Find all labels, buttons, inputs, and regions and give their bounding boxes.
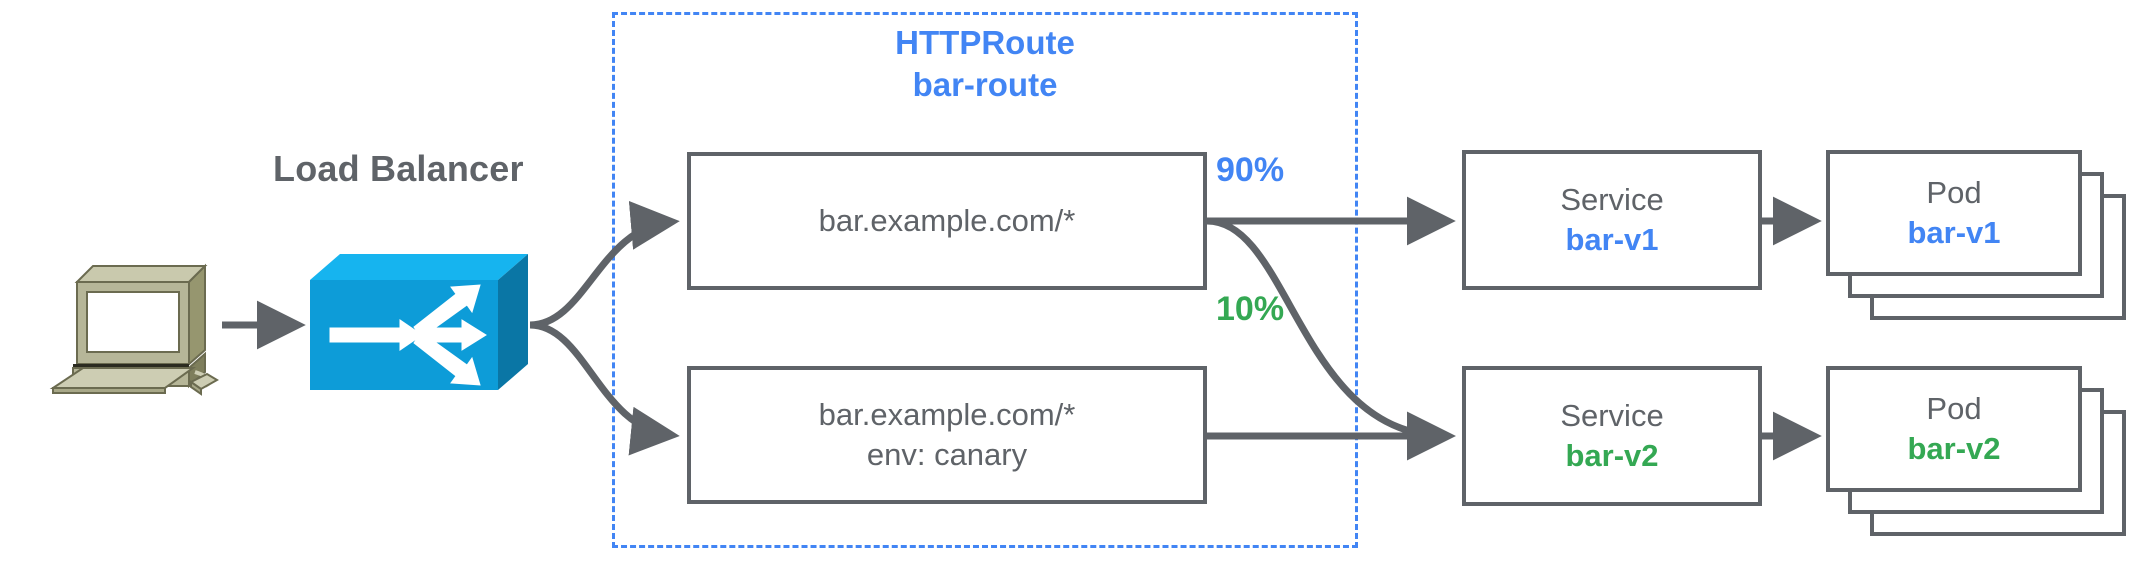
service-box-bar-v2: Service bar-v2 <box>1462 366 1762 506</box>
service-box-bar-v1: Service bar-v1 <box>1462 150 1762 290</box>
pod-card-front-v1: Pod bar-v1 <box>1826 150 2082 276</box>
pod-name-label-v1: bar-v1 <box>1907 215 2001 250</box>
pod-kind-label-v2: Pod <box>1926 391 1982 426</box>
weight-label-90: 90% <box>1216 151 1285 189</box>
service-kind-label-v1: Service <box>1560 182 1664 217</box>
network-switch-icon <box>304 252 534 397</box>
service-kind-label-v2: Service <box>1560 398 1664 433</box>
load-balancer-label: Load Balancer <box>273 148 524 189</box>
pod-stack-bar-v1: Pod bar-v1 <box>1826 150 2126 320</box>
weight-label-10: 10% <box>1216 290 1285 328</box>
httproute-kind-label: HTTPRoute <box>895 24 1075 61</box>
service-name-label-v2: bar-v2 <box>1565 438 1659 473</box>
arrow-lb-to-rule-canary <box>529 321 680 456</box>
pod-stack-bar-v2: Pod bar-v2 <box>1826 366 2126 536</box>
rule-primary-match: bar.example.com/* <box>818 203 1076 238</box>
rule-box-canary: bar.example.com/* env: canary <box>687 366 1207 504</box>
httproute-group-box <box>612 12 1358 548</box>
httproute-name-label: bar-route <box>912 66 1058 103</box>
rule-box-primary: bar.example.com/* <box>687 152 1207 290</box>
pod-kind-label-v1: Pod <box>1926 175 1982 210</box>
service-name-label-v1: bar-v1 <box>1565 222 1659 257</box>
httproute-group-title: HTTPRoute bar-route <box>612 22 1358 106</box>
pod-name-label-v2: bar-v2 <box>1907 431 2001 466</box>
pod-card-front-v2: Pod bar-v2 <box>1826 366 2082 492</box>
arrow-rule-primary-to-service-v2 <box>1206 217 1456 461</box>
rule-canary-match: bar.example.com/* <box>818 397 1076 432</box>
rule-canary-header: env: canary <box>866 437 1028 472</box>
desktop-computer-icon <box>45 252 219 396</box>
arrow-lb-to-rule-primary <box>529 200 680 329</box>
